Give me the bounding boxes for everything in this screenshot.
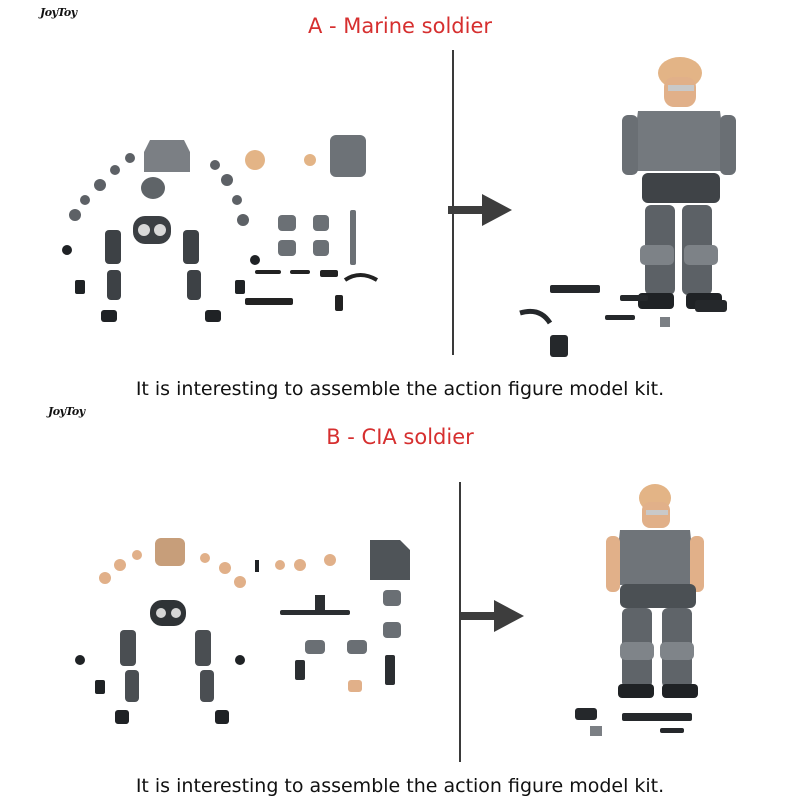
right-arrow-icon xyxy=(448,194,512,226)
brand-logo: JoyToy xyxy=(40,6,77,19)
panel-b-caption: It is interesting to assemble the action… xyxy=(135,775,665,797)
brand-logo-2: JoyToy xyxy=(48,405,85,418)
panel-b-title: B - CIA soldier xyxy=(326,425,474,449)
panel-b-assembled-figure-photo xyxy=(575,484,704,736)
panel-a-assembled-figure-photo xyxy=(519,57,736,357)
panel-a-divider xyxy=(452,50,454,355)
panel-a-title: A - Marine soldier xyxy=(308,14,492,38)
panel-a-parts-kit-photo xyxy=(62,135,379,322)
panel-b-parts-kit-photo xyxy=(75,538,410,724)
panel-a-caption: It is interesting to assemble the action… xyxy=(135,378,665,400)
panel-b-divider xyxy=(459,482,461,762)
right-arrow-icon-2 xyxy=(460,600,524,632)
